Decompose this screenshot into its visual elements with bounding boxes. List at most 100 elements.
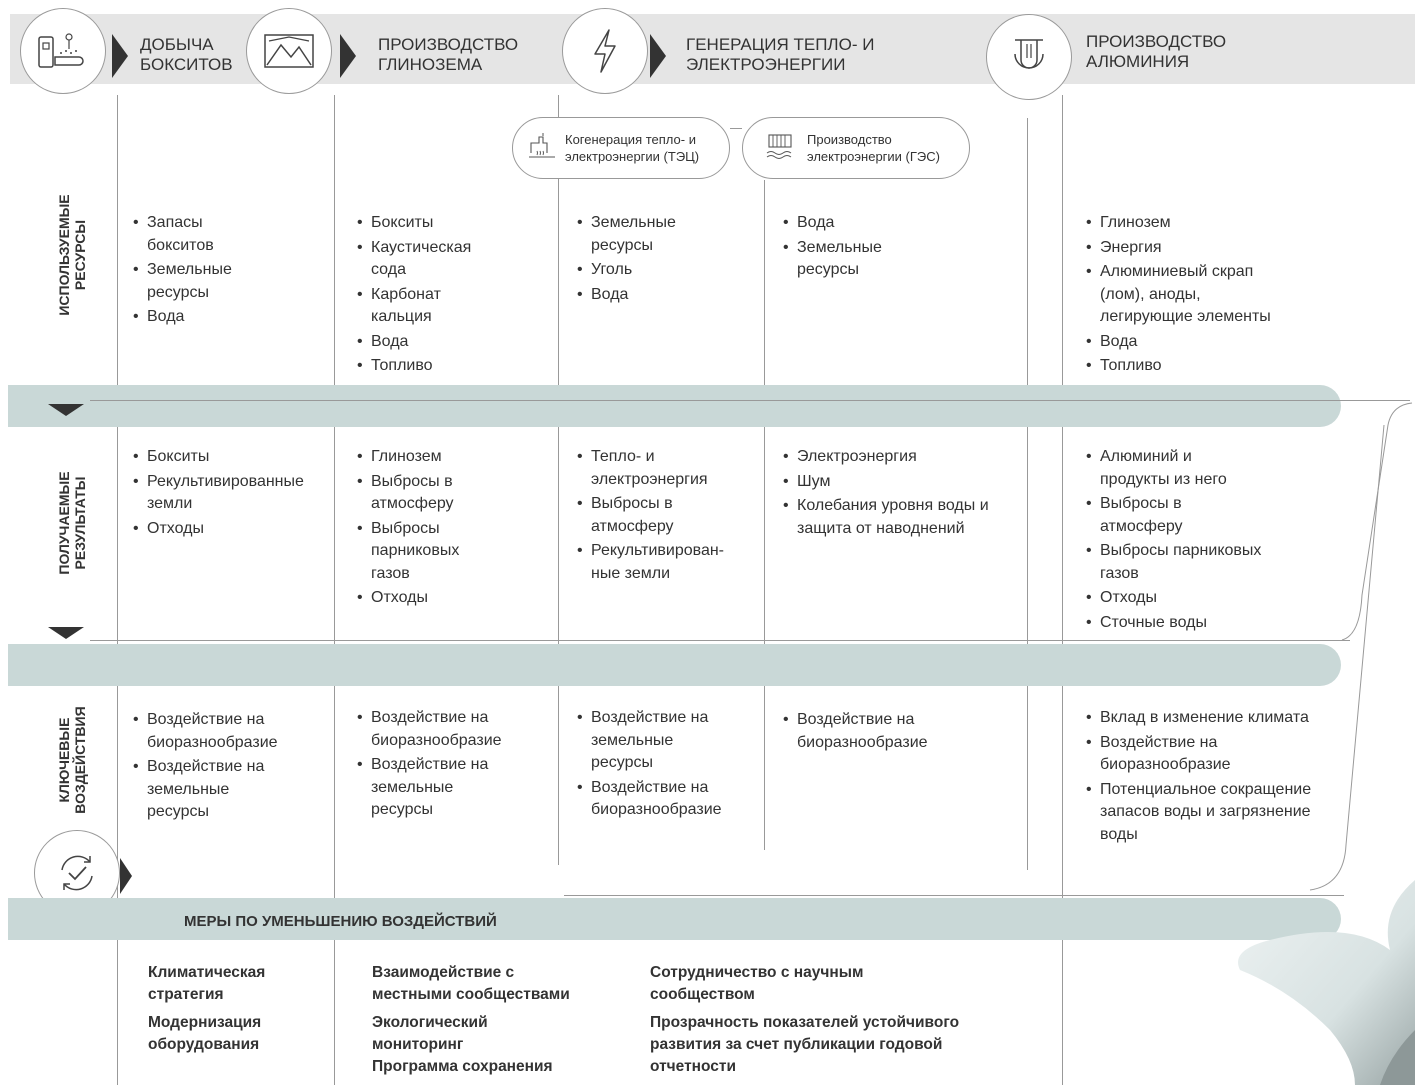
chp-plant-icon [525,131,565,165]
list-item: Выбросы в атмосферу [577,493,757,538]
measure-item: Модернизация оборудования [148,1014,262,1053]
aluminium-crucible-icon [986,14,1072,100]
list-item: Выбросы в атмосферу [357,471,547,516]
list-item: Воздействие на земельные ресурсы [357,754,547,822]
section-label-results: ПОЛУЧАЕМЫЕ РЕЗУЛЬТАТЫ [56,471,88,575]
list-item: Вода [357,331,547,354]
list-item: Выбросы в атмосферу [1086,493,1326,538]
subtype-connector [730,128,742,129]
stage-arrow [340,34,356,78]
results-list-hydro: ЭлектроэнергияШумКолебания уровня воды и… [783,446,1023,542]
list-item: Рекультивированные земли [133,471,333,516]
list-item: Воздействие на биоразнообразие [577,777,757,822]
list-item: Вода [783,212,1013,235]
measure-item: Климатическая стратегия [148,964,266,1003]
results-list-chp: Тепло- и электроэнергияВыбросы в атмосфе… [577,446,757,587]
impacts-list-alumina: Воздействие на биоразнообразиеВоздействи… [357,707,547,824]
list-item: Алюминиевый скрап (лом), аноды, легирующ… [1086,261,1326,329]
bauxite-mining-icon [20,8,106,94]
down-arrow [48,404,84,416]
list-item: Выбросы парниковых газов [357,518,547,586]
resources-list-hydro: ВодаЗемельные ресурсы [783,212,1013,284]
list-item: Сточные воды [1086,612,1326,635]
flow-band-1 [8,385,1341,427]
list-item: Вода [1086,331,1326,354]
list-item: Шум [783,471,1023,494]
results-list-aluminium: Алюминий и продукты из негоВыбросы в атм… [1086,446,1326,636]
list-item: Топливо [1086,355,1326,378]
resources-list-chp: Земельные ресурсыУгольВода [577,212,757,308]
lightning-icon [562,8,648,94]
list-item: Отходы [1086,587,1326,610]
stage-title-aluminium: ПРОИЗВОДСТВО АЛЮМИНИЯ [1086,32,1227,71]
list-item: Отходы [133,518,333,541]
column-divider [764,180,765,850]
list-item: Отходы [357,587,547,610]
stage-arrow [112,34,128,78]
flow-band-2 [8,644,1341,686]
list-item: Топливо [357,355,547,378]
list-item: Воздействие на биоразнообразие [133,709,333,754]
chp-subtype: Когенерация тепло- и электроэнергии (ТЭЦ… [512,117,730,179]
list-item: Бокситы [133,446,333,469]
list-item: Каустическая сода [357,237,547,282]
flow-line [564,895,1344,896]
impacts-list-aluminium: Вклад в изменение климатаВоздействие на … [1086,707,1346,848]
list-item: Колебания уровня воды и защита от наводн… [783,495,1023,540]
column-divider [1027,118,1028,870]
results-list-alumina: ГлиноземВыбросы в атмосферуВыбросы парни… [357,446,547,612]
impacts-list-chp: Воздействие на земельные ресурсыВоздейст… [577,707,757,824]
stage-title-alumina: ПРОИЗВОДСТВО ГЛИНОЗЕМА [378,35,519,74]
list-item: Уголь [577,259,757,282]
hydro-plant-icon [763,131,807,165]
section-label-resources: ИСПОЛЬЗУЕМЫЕ РЕСУРСЫ [56,194,88,316]
measure-item: Экологический мониторинг Программа сохра… [372,1014,553,1075]
list-item: Алюминий и продукты из него [1086,446,1326,491]
flow-return-curve [1309,402,1413,891]
column-divider [558,95,559,865]
hydro-subtype-label: Производство электроэнергии (ГЭС) [807,132,940,164]
down-arrow [48,627,84,639]
list-item: Земельные ресурсы [133,259,313,304]
list-item: Земельные ресурсы [783,237,1013,282]
list-item: Воздействие на биоразнообразие [357,707,547,752]
hydro-subtype: Производство электроэнергии (ГЭС) [742,117,970,179]
measures-band [8,898,1341,940]
list-item: Воздействие на земельные ресурсы [577,707,757,775]
measure-item: Взаимодействие с местными сообществами [372,964,570,1003]
resources-list-alumina: БокситыКаустическая содаКарбонат кальция… [357,212,547,380]
column-divider [117,95,118,1085]
list-item: Электроэнергия [783,446,1023,469]
stage-title-bauxite: ДОБЫЧА БОКСИТОВ [140,35,233,74]
column-divider [334,95,335,1085]
stage-title-energy: ГЕНЕРАЦИЯ ТЕПЛО- И ЭЛЕКТРОЭНЕРГИИ [686,35,875,74]
list-item: Выбросы парниковых газов [1086,540,1326,585]
section-label-impacts: КЛЮЧЕВЫЕ ВОЗДЕЙСТВИЯ [56,706,88,814]
list-item: Глинозем [1086,212,1326,235]
list-item: Воздействие на биоразнообразие [783,709,1013,754]
list-item: Вклад в изменение климата [1086,707,1346,730]
list-item: Глинозем [357,446,547,469]
decorative-wave [1238,880,1415,1085]
measures-title: МЕРЫ ПО УМЕНЬШЕНИЮ ВОЗДЕЙСТВИЙ [184,913,497,930]
column-divider [1062,95,1063,1085]
results-list-bauxite: БокситыРекультивированные землиОтходы [133,446,333,542]
header-band [10,14,1415,84]
flow-line [90,640,1350,641]
list-item: Вода [577,284,757,307]
chp-subtype-label: Когенерация тепло- и электроэнергии (ТЭЦ… [565,132,700,164]
resources-list-aluminium: ГлиноземЭнергияАлюминиевый скрап (лом), … [1086,212,1326,380]
list-item: Воздействие на земельные ресурсы [133,756,333,824]
list-item: Энергия [1086,237,1326,260]
list-item: Воздействие на биоразнообразие [1086,732,1346,777]
flow-line [90,400,1410,401]
list-item: Бокситы [357,212,547,235]
list-item: Вода [133,306,313,329]
impacts-list-hydro: Воздействие на биоразнообразие [783,709,1013,756]
stage-arrow [120,858,132,894]
alumina-production-icon [246,8,332,94]
measure-item: Прозрачность показателей устойчивого раз… [650,1014,960,1075]
